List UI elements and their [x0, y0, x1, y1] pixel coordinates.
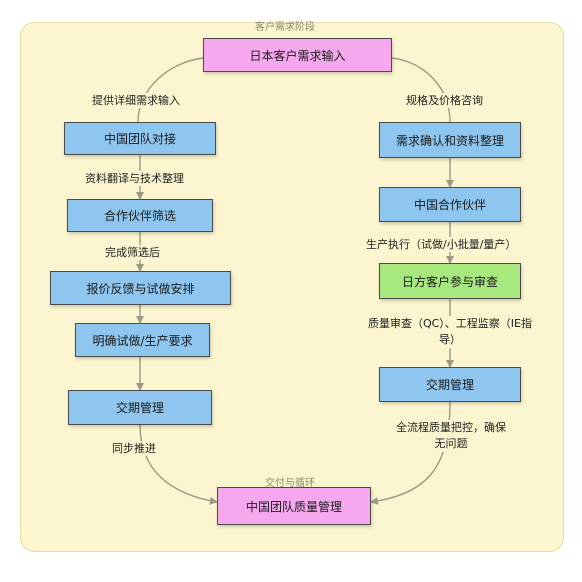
node-partner-screening: 合作伙伴筛选 [67, 199, 213, 232]
edge-label-sync: 同步推进 [110, 441, 158, 456]
node-china-team-dock: 中国团队对接 [64, 122, 216, 155]
edge-input-to-right [384, 53, 451, 123]
section-label-bottom: 交付与循环 [265, 478, 315, 489]
node-china-partner: 中国合作伙伴 [379, 187, 521, 222]
edge-label-screening-done: 完成筛选后 [103, 245, 162, 260]
edge-input-to-left [137, 53, 211, 123]
edge-label-full-control: 全流程质量把控，确保无问题 [393, 420, 509, 452]
edge-label-provide-requirements: 提供详细需求输入 [90, 93, 182, 108]
node-japan-customer-input: 日本客户需求输入 [203, 38, 392, 72]
edge-label-spec-price: 规格及价格咨询 [404, 93, 485, 108]
node-clarify-requirements: 明确试做/生产要求 [75, 323, 210, 357]
node-delivery-left: 交期管理 [68, 390, 212, 425]
node-requirement-confirm: 需求确认和资料整理 [379, 122, 521, 158]
node-quality-management: 中国团队质量管理 [217, 487, 371, 525]
edge-label-quality-review: 质量审查（QC）、工程监察（IE指导） [361, 316, 539, 348]
node-quote-feedback: 报价反馈与试做安排 [50, 271, 231, 305]
edge-label-production: 生产执行（试做/小批量/量产） [364, 237, 519, 252]
node-japan-review: 日方客户参与审查 [379, 263, 521, 299]
edge-right-to-quality [370, 401, 451, 505]
edge-left-to-quality [139, 424, 218, 505]
edge-label-translate: 资料翻译与技术整理 [83, 171, 186, 186]
section-label-top: 客户需求阶段 [255, 22, 315, 33]
node-delivery-right: 交期管理 [379, 367, 521, 402]
